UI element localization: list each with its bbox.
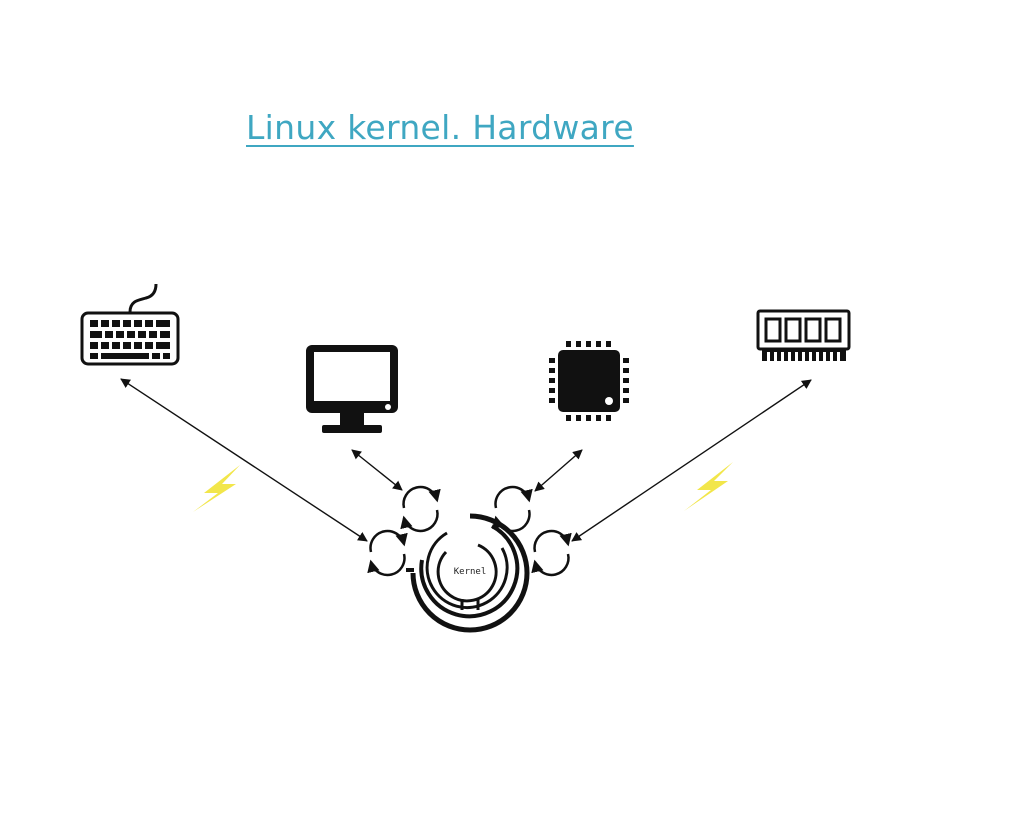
lightning-icon xyxy=(193,465,240,512)
monitor-icon xyxy=(306,345,398,433)
sync-icon xyxy=(531,529,572,577)
memory-kernel-arrow xyxy=(571,379,812,542)
kernel-core-icon xyxy=(406,513,530,633)
cpu-chip-icon xyxy=(549,341,629,421)
sync-icon xyxy=(367,529,408,577)
monitor-kernel-arrow xyxy=(351,449,403,491)
cpu-kernel-arrow xyxy=(534,449,583,492)
page-title: Linux kernel. Hardware xyxy=(246,108,634,147)
keyboard-kernel-arrow xyxy=(120,378,368,542)
ram-memory-icon xyxy=(756,309,851,361)
sync-icon xyxy=(400,485,441,533)
keyboard-icon xyxy=(80,283,180,366)
lightning-icon xyxy=(684,462,733,511)
kernel-label: Kernel xyxy=(454,567,487,577)
